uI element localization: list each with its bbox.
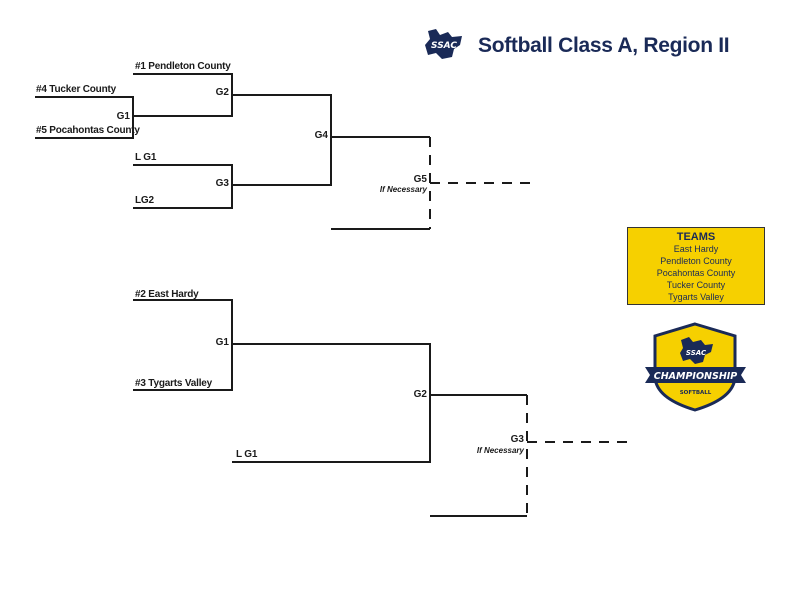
- team-list-item: East Hardy: [673, 244, 719, 254]
- lower-game-g1: G1: [215, 337, 229, 348]
- upper-g5-if-necessary: If Necessary: [379, 185, 427, 194]
- team-list-item: Pocahontas County: [656, 268, 736, 278]
- upper-g3-line-bottom: [133, 185, 233, 209]
- lower-g1-line-top: [133, 299, 233, 344]
- seed-pendleton-county: #1 Pendleton County: [135, 61, 231, 72]
- upper-g4-line-top: [232, 94, 332, 137]
- lower-game-g2: G2: [413, 389, 427, 400]
- seed-east-hardy: #2 East Hardy: [135, 289, 199, 300]
- lower-g2-line-top: [232, 343, 431, 395]
- seed-loser-g2: LG2: [135, 195, 154, 206]
- upper-g3-line-top: [133, 164, 233, 185]
- seed-loser-g1: L G1: [135, 152, 157, 163]
- seed-tucker-county: #4 Tucker County: [36, 84, 116, 95]
- upper-g2-line-top: [133, 73, 233, 95]
- lower-g2-line-bottom: [232, 395, 431, 463]
- upper-game-g4: G4: [314, 130, 328, 141]
- lower-g3-if-necessary: If Necessary: [476, 446, 524, 455]
- badge-sport-text: SOFTBALL: [680, 390, 712, 396]
- logo-text: SSAC: [431, 41, 457, 51]
- lower-seed-loser-g1: L G1: [236, 449, 258, 460]
- team-list-item: Tygarts Valley: [668, 292, 724, 302]
- teams-title: TEAMS: [676, 231, 716, 243]
- lower-game-g3: G3: [510, 434, 524, 445]
- badge-logo-text: SSAC: [686, 349, 707, 357]
- ssac-state-logo: SSAC: [425, 29, 462, 59]
- teams-box: TEAMS East Hardy Pendleton County Pocaho…: [627, 227, 765, 305]
- team-list-item: Tucker County: [666, 280, 726, 290]
- badge-banner-text: CHAMPIONSHIP: [654, 371, 738, 382]
- seed-tygarts-valley: #3 Tygarts Valley: [135, 378, 213, 389]
- upper-g2-line-bottom: [133, 95, 233, 117]
- upper-g1-line-top: [35, 96, 134, 116]
- upper-game-g2: G2: [215, 87, 229, 98]
- lower-g1-line-bottom: [133, 344, 233, 391]
- upper-g1-line-bottom: [35, 116, 134, 139]
- upper-game-g1: G1: [116, 111, 130, 122]
- badge-banner: [645, 367, 746, 383]
- page-title: Softball Class A, Region II: [478, 34, 730, 57]
- seed-pocahontas-county: #5 Pocahontas County: [36, 125, 140, 136]
- badge-state-icon: [680, 337, 713, 364]
- upper-g4-line-bottom: [232, 137, 332, 186]
- upper-game-g5: G5: [413, 174, 427, 185]
- team-list-item: Pendleton County: [660, 256, 732, 266]
- upper-game-g3: G3: [215, 178, 229, 189]
- championship-softball-badge: SSAC CHAMPIONSHIP SOFTBALL: [645, 322, 746, 412]
